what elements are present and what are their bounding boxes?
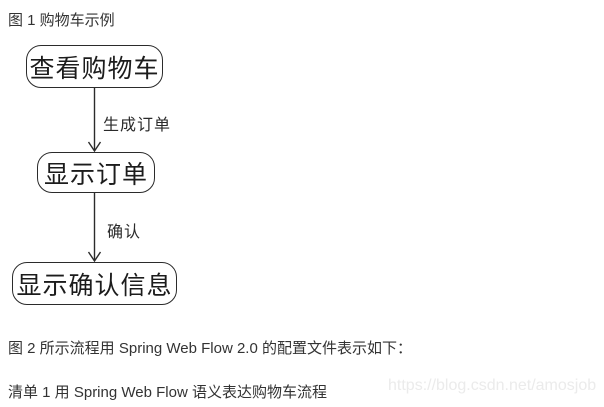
arrow-down-icon	[87, 193, 102, 263]
flow-node-view-cart-label: 查看购物车	[29, 55, 160, 83]
flow-node-show-confirm: 显示确认信息	[12, 262, 177, 305]
edge-label-confirm: 确认	[107, 224, 142, 241]
edge-label-generate-order: 生成订单	[103, 117, 172, 134]
csdn-watermark: https://blog.csdn.net/amosjob	[388, 377, 597, 394]
figure1-caption: 图 1 购物车示例	[8, 12, 115, 29]
flow-node-view-cart: 查看购物车	[26, 45, 163, 88]
flow-node-show-order-label: 显示订单	[43, 161, 148, 189]
arrow-down-icon	[87, 88, 102, 153]
figure2-paragraph: 图 2 所示流程用 Spring Web Flow 2.0 的配置文件表示如下：	[8, 340, 412, 357]
flow-node-show-confirm-label: 显示确认信息	[16, 272, 173, 300]
flow-node-show-order: 显示订单	[37, 152, 155, 193]
listing1-caption: 清单 1 用 Spring Web Flow 语义表达购物车流程	[8, 384, 327, 401]
